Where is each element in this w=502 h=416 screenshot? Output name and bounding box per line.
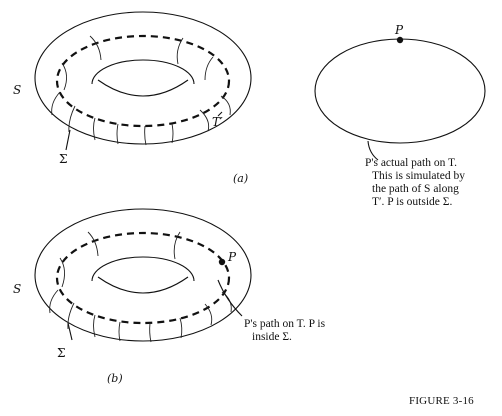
- torus-a-meridian: [93, 117, 96, 141]
- t-prime-leader: [217, 111, 223, 117]
- caption-a-line: This is simulated by: [372, 170, 465, 182]
- torus-a: [34, 11, 252, 151]
- torus-a-meridian: [61, 62, 67, 91]
- label-s-a: S: [13, 83, 21, 97]
- torus-a-outer-rim: [34, 11, 252, 145]
- torus-b-meridian: [87, 231, 99, 257]
- label-p-a: P: [394, 23, 404, 37]
- caption-a-leader: [367, 140, 379, 161]
- point-p-a: [396, 36, 404, 44]
- caption-b-line: inside Σ.: [252, 331, 292, 343]
- torus-b-meridian: [67, 302, 75, 330]
- panel-a: S T′ Σ P P's actual path on T. This is s…: [13, 11, 486, 208]
- label-p-b: P: [227, 250, 237, 264]
- torus-a-meridian: [68, 105, 76, 133]
- torus-a-meridian: [116, 123, 119, 145]
- torus-b-meridian: [118, 321, 121, 342]
- torus-a-dashed-path: [55, 34, 231, 128]
- caption-a-line: the path of S along: [372, 183, 459, 195]
- caption-a-line: P's actual path on T.: [365, 157, 457, 169]
- panel-b: S Σ P P's path on T. P is inside Σ. (b): [13, 208, 326, 385]
- label-sigma-b: Σ: [57, 346, 65, 360]
- caption-b: P's path on T. P is inside Σ.: [244, 318, 326, 343]
- caption-a-line: T′. P is outside Σ.: [372, 196, 452, 208]
- figure-label: FIGURE 3-16: [409, 395, 474, 407]
- torus-b-meridian: [49, 289, 59, 314]
- torus-b-meridian: [204, 303, 213, 326]
- caption-b-line: P's path on T. P is: [244, 318, 326, 330]
- torus-b: [34, 208, 252, 343]
- torus-a-meridian: [176, 37, 184, 65]
- sigma-b-leader: [67, 322, 73, 341]
- path-p-a: [314, 36, 486, 161]
- torus-b-meridian: [179, 317, 183, 339]
- torus-b-hole-top: [91, 256, 195, 282]
- label-sigma-a: Σ: [59, 152, 67, 166]
- torus-b-meridian: [173, 231, 181, 260]
- torus-a-meridian: [144, 125, 147, 146]
- torus-a-meridian: [51, 91, 61, 116]
- torus-b-hole-bottom: [97, 276, 189, 294]
- torus-b-outer-rim: [34, 208, 252, 342]
- sub-label-b: (b): [107, 372, 123, 385]
- point-p-b: [218, 258, 226, 266]
- caption-a: P's actual path on T. This is simulated …: [365, 157, 465, 208]
- torus-a-meridian: [220, 95, 231, 116]
- label-s-b: S: [13, 282, 21, 296]
- torus-a-hole-bottom: [97, 79, 189, 97]
- sigma-a-leader: [65, 129, 71, 151]
- torus-a-meridian: [89, 35, 102, 61]
- torus-b-dashed-path: [55, 231, 231, 325]
- label-t-prime: T′: [212, 115, 223, 129]
- caption-b-leader: [217, 279, 243, 317]
- torus-b-meridian: [149, 322, 152, 343]
- p-actual-path-ellipse: [314, 38, 486, 144]
- torus-b-meridian: [59, 257, 65, 288]
- torus-a-meridian: [204, 56, 214, 81]
- torus-a-hole-top: [91, 59, 195, 85]
- sub-label-a: (a): [233, 172, 248, 185]
- torus-b-meridian: [93, 314, 96, 338]
- torus-a-meridian: [171, 123, 174, 144]
- torus-a-meridian: [199, 109, 210, 132]
